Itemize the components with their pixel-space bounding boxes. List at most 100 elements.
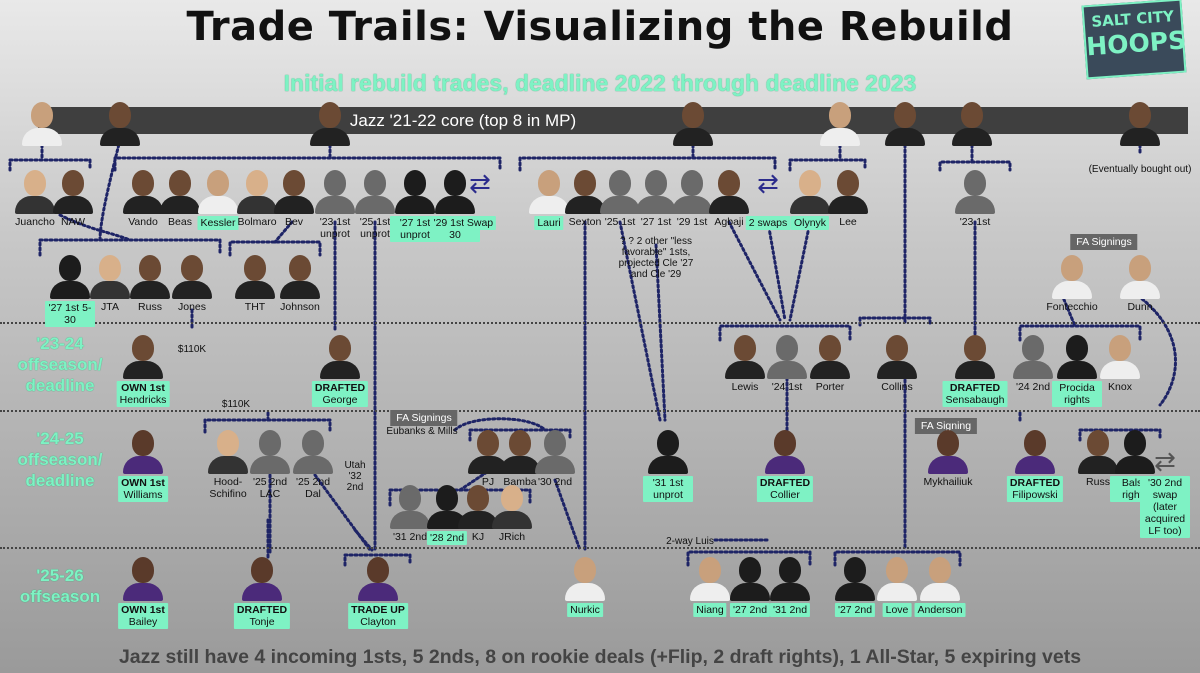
node-label: OWN 1stWilliams bbox=[118, 476, 168, 502]
player-avatar bbox=[129, 253, 171, 299]
player-avatar bbox=[122, 428, 164, 474]
node-label: DRAFTEDTonje bbox=[234, 603, 290, 629]
fa-signings-label: FA Signings bbox=[1070, 234, 1137, 250]
node-tag: TRADE UP bbox=[351, 604, 405, 616]
node-label: Russ bbox=[138, 301, 162, 313]
node-label: DRAFTEDFilipowski bbox=[1007, 476, 1063, 502]
player-avatar bbox=[769, 555, 811, 601]
node-label: '28 2nd bbox=[427, 531, 467, 545]
player-avatar bbox=[314, 168, 356, 214]
node-label: Bolmaro bbox=[237, 216, 276, 228]
core-bar-label: Jazz '21-22 core (top 8 in MP) bbox=[350, 111, 576, 130]
node-label: '25 2nd LAC bbox=[248, 476, 292, 500]
player-avatar bbox=[122, 555, 164, 601]
node-label: '24 2nd bbox=[1016, 381, 1050, 393]
node-label: Sexton bbox=[569, 216, 602, 228]
node-label: DRAFTEDCollier bbox=[757, 476, 813, 502]
node-label: '30 2nd bbox=[538, 476, 572, 488]
node-label: Anderson bbox=[915, 603, 966, 617]
player-avatar bbox=[708, 168, 750, 214]
node-label: Kessler bbox=[197, 216, 238, 230]
node-name: George bbox=[315, 394, 365, 406]
node-tag: DRAFTED bbox=[237, 604, 287, 616]
node-label: Beas bbox=[168, 216, 192, 228]
logo-line-2: HOOPS bbox=[1086, 28, 1184, 60]
player-avatar bbox=[884, 100, 926, 146]
period-label-24-25: '24-25 offseason/ deadline bbox=[14, 428, 106, 491]
node-label: Hood- Schifino bbox=[206, 476, 250, 500]
player-avatar bbox=[764, 428, 806, 474]
player-avatar bbox=[724, 333, 766, 379]
player-avatar bbox=[122, 333, 164, 379]
page-title: Trade Trails: Visualizing the Rebuild bbox=[0, 4, 1200, 50]
node-label: Procida rights bbox=[1052, 381, 1102, 407]
node-label: '25 2nd Dal bbox=[291, 476, 335, 500]
footer-summary: Jazz still have 4 incoming 1sts, 5 2nds,… bbox=[0, 646, 1200, 669]
node-label: '23 1st unprot bbox=[313, 216, 357, 240]
player-avatar bbox=[89, 253, 131, 299]
player-avatar bbox=[927, 428, 969, 474]
player-avatar bbox=[309, 100, 351, 146]
player-avatar bbox=[954, 168, 996, 214]
player-avatar bbox=[919, 555, 961, 601]
player-avatar bbox=[394, 168, 436, 214]
node-label: Love bbox=[883, 603, 912, 617]
swap-label: '30 2nd swap (later acquired LF too) bbox=[1140, 476, 1190, 538]
player-avatar bbox=[357, 555, 399, 601]
node-label: '31 2nd bbox=[770, 603, 810, 617]
period-label-23-24: '23-24 offseason/ deadline bbox=[14, 333, 106, 396]
player-avatar bbox=[197, 168, 239, 214]
player-avatar bbox=[834, 555, 876, 601]
player-avatar bbox=[279, 253, 321, 299]
node-label: NAW bbox=[61, 216, 85, 228]
player-avatar bbox=[1099, 333, 1141, 379]
player-avatar bbox=[689, 555, 731, 601]
node-tag: OWN 1st bbox=[120, 382, 167, 394]
node-label: Knox bbox=[1108, 381, 1132, 393]
node-label: '24 1st bbox=[772, 381, 803, 393]
fa-signings-label: FA Signings bbox=[390, 410, 457, 426]
node-label: Collins bbox=[881, 381, 913, 393]
node-label: Vando bbox=[128, 216, 158, 228]
node-name: Hendricks bbox=[120, 394, 167, 406]
node-label: Lewis bbox=[732, 381, 759, 393]
player-avatar bbox=[951, 100, 993, 146]
node-tag: OWN 1st bbox=[121, 477, 165, 489]
player-avatar bbox=[122, 168, 164, 214]
node-label: '23 1st bbox=[960, 216, 991, 228]
node-label: Bev bbox=[285, 216, 303, 228]
note-money-1: $110K bbox=[178, 344, 206, 355]
fa-signing-names: Eubanks & Mills bbox=[386, 426, 457, 437]
player-avatar bbox=[819, 100, 861, 146]
player-avatar bbox=[14, 168, 56, 214]
player-avatar bbox=[1014, 428, 1056, 474]
player-avatar bbox=[52, 168, 94, 214]
node-tag: DRAFTED bbox=[1010, 477, 1060, 489]
player-avatar bbox=[49, 253, 91, 299]
node-label: '27 1st bbox=[641, 216, 672, 228]
node-tag: DRAFTED bbox=[315, 382, 365, 394]
player-avatar bbox=[827, 168, 869, 214]
salt-city-hoops-logo: SALT CITY HOOPS bbox=[1082, 0, 1187, 79]
player-avatar bbox=[171, 253, 213, 299]
node-label: Mykhailiuk bbox=[923, 476, 972, 488]
swap-arrows-icon: ⇄ bbox=[757, 170, 779, 196]
core-bar: Jazz '21-22 core (top 8 in MP) bbox=[38, 107, 1188, 134]
period-divider bbox=[0, 547, 1200, 549]
player-avatar bbox=[876, 333, 918, 379]
node-label: DRAFTEDGeorge bbox=[312, 381, 368, 407]
player-avatar bbox=[564, 555, 606, 601]
player-avatar bbox=[671, 168, 713, 214]
player-avatar bbox=[766, 333, 808, 379]
node-name: Tonje bbox=[237, 616, 287, 628]
player-avatar bbox=[729, 555, 771, 601]
player-avatar bbox=[672, 100, 714, 146]
player-avatar bbox=[21, 100, 63, 146]
player-avatar bbox=[207, 428, 249, 474]
player-avatar bbox=[159, 168, 201, 214]
node-name: Sensabaugh bbox=[946, 394, 1005, 406]
node-label: Juancho bbox=[15, 216, 55, 228]
player-avatar bbox=[389, 483, 431, 529]
swap-arrows-icon: ⇄ bbox=[1154, 448, 1176, 474]
